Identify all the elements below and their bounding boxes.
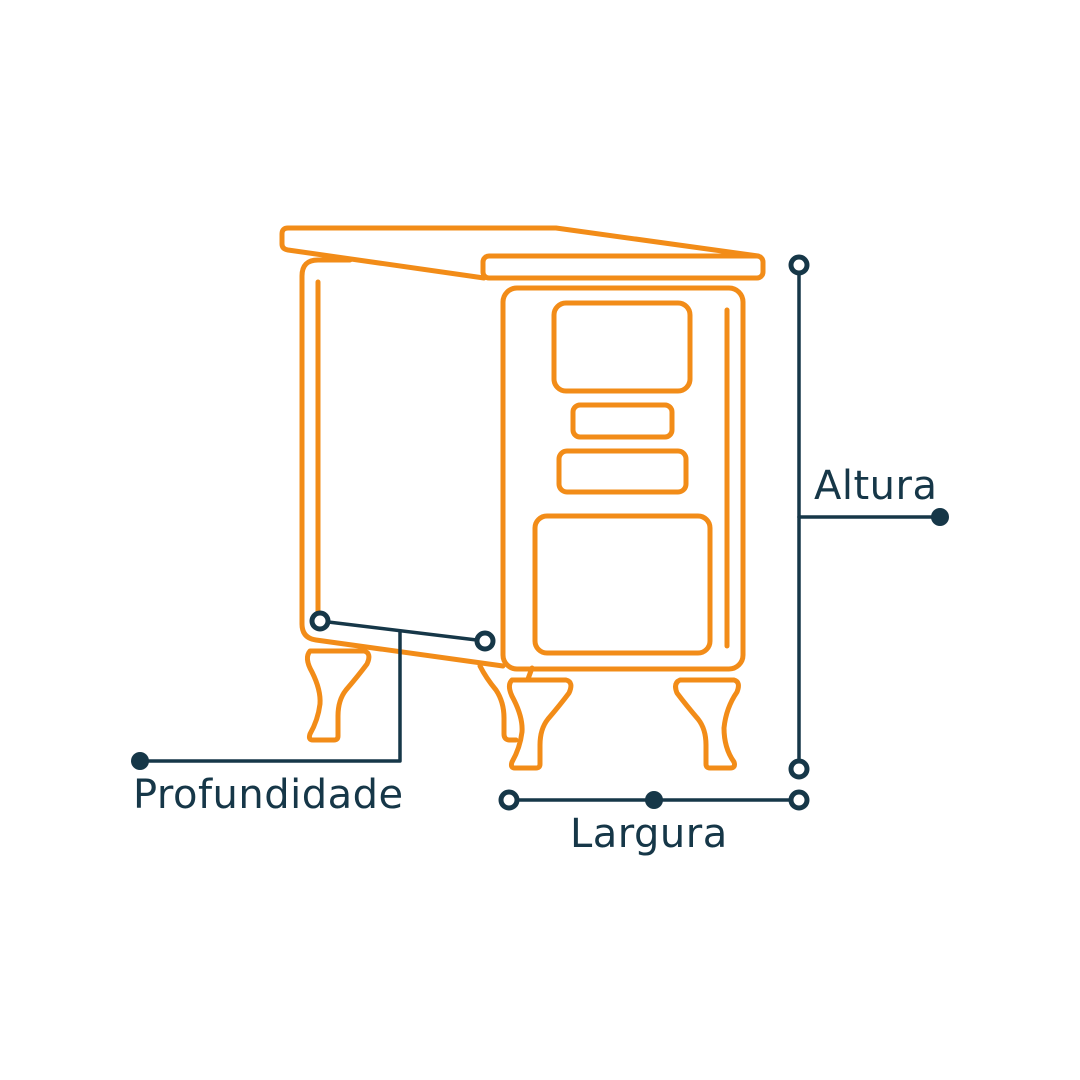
cabinet-top — [279, 225, 766, 281]
depth-dimension — [131, 610, 496, 770]
width-left-marker — [498, 789, 520, 811]
lower-door — [532, 513, 713, 656]
depth-end-marker — [474, 630, 496, 652]
width-right-marker — [788, 789, 810, 811]
height-label: Altura — [814, 463, 938, 509]
cabinet-legs — [304, 648, 741, 771]
height-label-anchor — [931, 508, 949, 526]
depth-start-marker — [309, 610, 331, 632]
width-label: Largura — [570, 811, 728, 857]
middle-drawer — [556, 448, 689, 495]
width-dimension — [498, 789, 810, 811]
depth-label-anchor — [131, 752, 149, 770]
upper-door — [551, 300, 693, 394]
height-bottom-marker — [788, 758, 810, 780]
height-dimension — [788, 254, 949, 780]
small-drawer — [570, 402, 675, 440]
cabinet-front — [500, 285, 746, 672]
cabinet-side-panel — [299, 257, 506, 669]
height-top-marker — [788, 254, 810, 276]
width-label-anchor — [645, 791, 663, 809]
depth-label: Profundidade — [133, 772, 404, 818]
